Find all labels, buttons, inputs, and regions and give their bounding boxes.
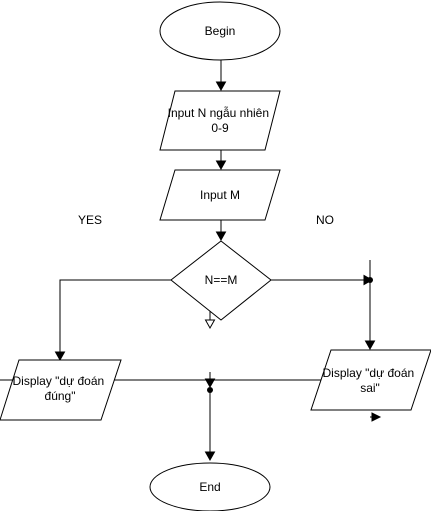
node-display-wrong-label-line1: Display "dự đoán (322, 366, 414, 380)
edge-junction-to-end (204, 390, 216, 462)
no-label: NO (316, 213, 334, 227)
edge-decision-no-to-display-wrong (271, 260, 376, 351)
edge-begin-to-input-n (215, 60, 227, 92)
junction-dot-right (367, 277, 373, 283)
node-begin[interactable]: Begin (159, 1, 281, 61)
edge-input-n-to-input-m (215, 150, 227, 171)
node-display-correct-label-line1: Display "dự đoán (12, 374, 104, 388)
svg-text:Input M: Input M (200, 188, 240, 202)
yes-label: YES (78, 213, 102, 227)
edge-input-m-to-decision (215, 220, 227, 242)
node-input-m[interactable]: Input M (159, 169, 281, 221)
node-input-n-label-line2: 0-9 (211, 121, 229, 135)
node-display-wrong-label-line2: sai" (360, 381, 380, 395)
node-end[interactable]: End (149, 462, 271, 511)
svg-text:N==M: N==M (205, 273, 238, 287)
svg-text:Input N ngẫu nhiên 0-9: Input N ngẫu nhiên 0-9 (168, 105, 273, 135)
svg-text:Begin: Begin (205, 24, 236, 38)
node-input-m-label: Input M (200, 188, 240, 202)
node-input-n[interactable]: Input N ngẫu nhiên 0-9 (159, 90, 281, 151)
node-display-wrong[interactable]: Display "dự đoán sai" (310, 349, 431, 422)
node-end-label: End (199, 480, 220, 494)
node-input-n-label-line1: Input N ngẫu nhiên (168, 105, 269, 120)
node-display-correct-label-line2: đúng" (45, 389, 76, 403)
svg-text:Display "dự đoán sai": Display "dự đoán sai" (322, 366, 417, 395)
node-display-correct[interactable]: Display "dự đoán đúng" (0, 359, 122, 421)
edge-decision-yes-to-display-correct (54, 279, 171, 362)
edge-decision-bottom-stub (204, 311, 216, 330)
node-decision[interactable]: N==M (170, 240, 272, 321)
svg-text:End: End (199, 480, 220, 494)
node-decision-label: N==M (205, 273, 238, 287)
node-begin-label: Begin (205, 24, 236, 38)
svg-text:Display "dự đoán đúng": Display "dự đoán đúng" (12, 374, 107, 403)
